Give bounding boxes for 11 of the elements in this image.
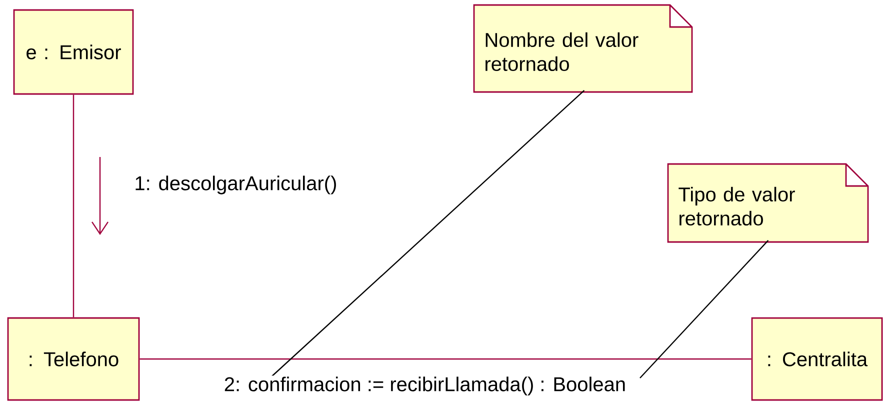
leader-line: [640, 240, 769, 378]
object-box: : Telefono: [7, 317, 140, 401]
message-label: 2: confirmacion := recibirLlamada() : Boolean: [222, 376, 628, 396]
object-box: : Centralita: [751, 317, 883, 401]
note-box: Tipo de valor retornado: [667, 163, 869, 243]
connector-line: [140, 358, 752, 360]
leader-line: [270, 90, 585, 378]
object-box: e : Emisor: [13, 9, 134, 95]
connector-line: [72, 94, 74, 318]
message-label: 1: descolgarAuricular(): [133, 174, 338, 196]
note-box: Nombre del valor retornado: [473, 4, 693, 93]
